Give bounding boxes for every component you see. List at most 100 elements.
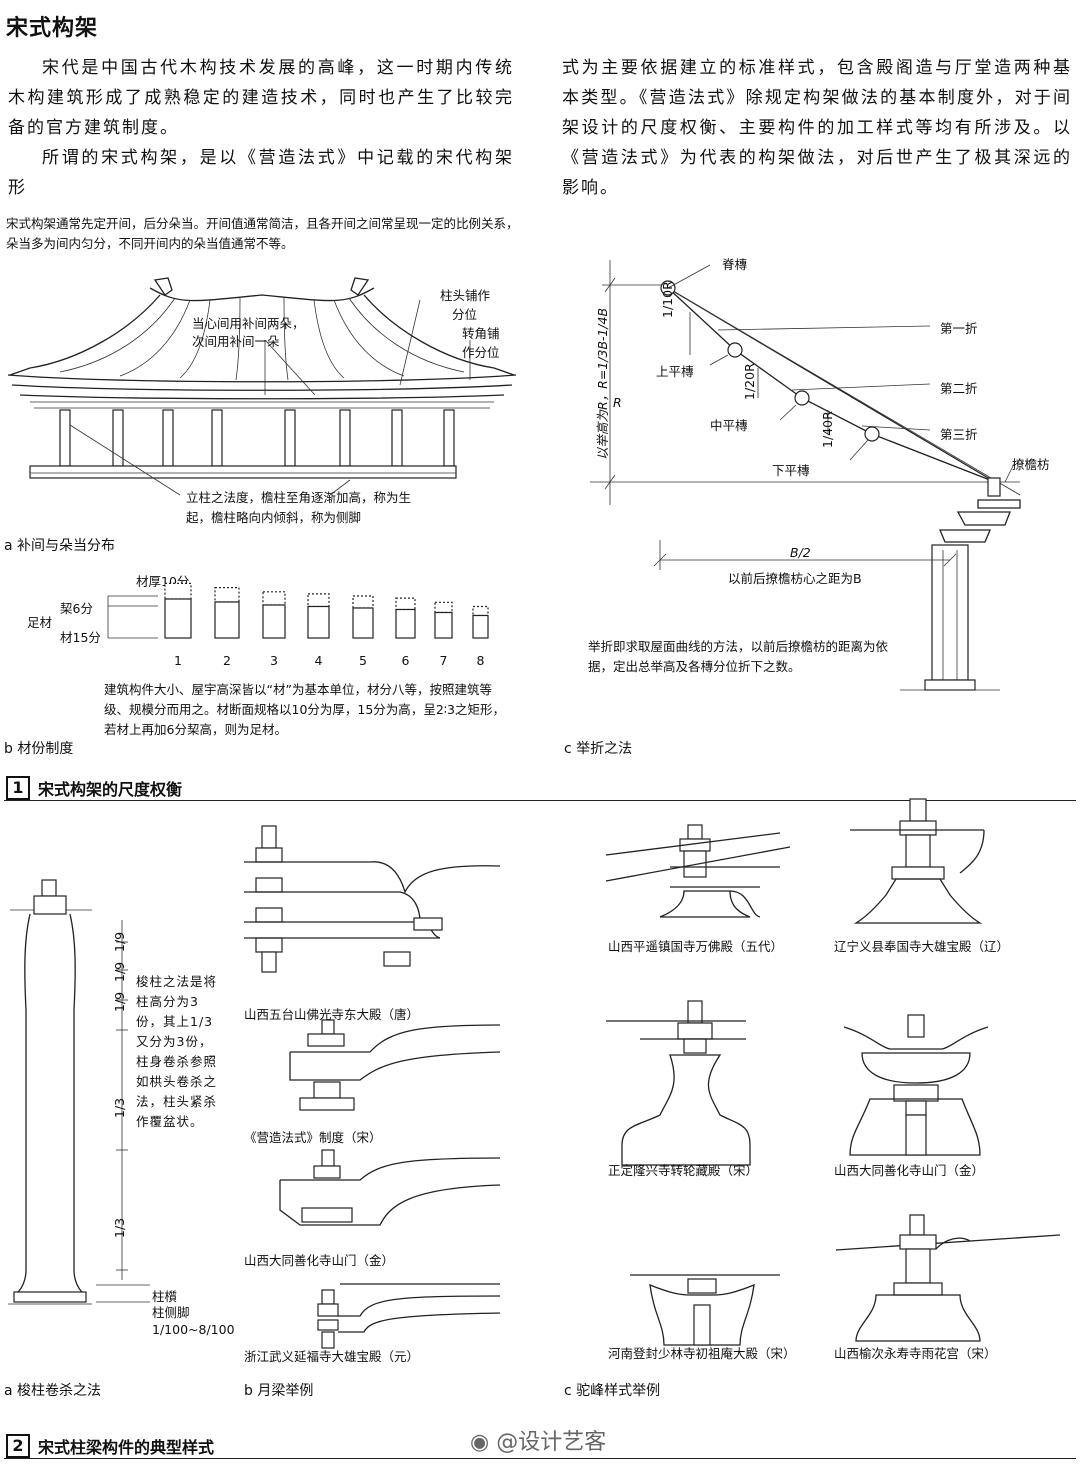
cai-section-1 bbox=[164, 598, 192, 639]
fig-a-caption: a 补间与朵当分布 bbox=[4, 538, 116, 554]
grade-label-8: 8 bbox=[476, 653, 485, 668]
beam-example-1 bbox=[244, 825, 501, 973]
label-xia-purlin: 下平槫 bbox=[772, 463, 810, 478]
label-fold-1: 第一折 bbox=[940, 321, 978, 336]
fig-c-note: 举折即求取屋面曲线的方法，以前后撩檐枋的距离为依据，定出总举高及各槫分位折下之数… bbox=[588, 639, 889, 674]
label-cejiao-ratio: 1/100~8/100 bbox=[152, 1322, 235, 1337]
cai-section-3 bbox=[262, 604, 286, 639]
label-vertical-rule: 以举高为R，R=1/3B-1/4B bbox=[595, 307, 610, 460]
tuofeng-ex6-caption: 山西榆次永寿寺雨花宫（宋） bbox=[834, 1346, 997, 1361]
label-column-rule: 立柱之法度，檐柱至角逐渐加高，称为生 bbox=[186, 490, 412, 505]
label-R: R bbox=[613, 395, 622, 410]
beam-example-2 bbox=[289, 1019, 501, 1111]
beam-ex2-caption: 《营造法式》制度（宋） bbox=[244, 1130, 382, 1145]
label-zhutou: 柱头铺作 bbox=[440, 288, 491, 303]
tuofeng-ex1-caption: 山西平遥镇国寺万佛殿（五代） bbox=[608, 939, 784, 954]
label-zhucejiao: 柱侧脚 bbox=[152, 1305, 190, 1320]
intro-right: 式为主要依据建立的标准样式，包含殿阁造与厅堂造两种基本类型。《营造法式》除规定构… bbox=[562, 53, 1072, 203]
label-side-bay: 次间用补间一朵 bbox=[192, 334, 280, 349]
fig-a-note: 宋式构架通常先定开间，后分朵当。开间值通常简洁，且各开间之间常呈现一定的比例关系… bbox=[6, 216, 519, 251]
label-shang-purlin: 上平槫 bbox=[656, 364, 694, 379]
beam-example-3 bbox=[279, 1149, 501, 1226]
label-r40: 1/40R bbox=[820, 411, 835, 448]
fig-b-caption: b 材份制度 bbox=[4, 741, 74, 757]
section-1-title: 宋式构架的尺度权衡 bbox=[38, 780, 183, 799]
label-r10: 1/10R bbox=[660, 281, 675, 318]
label-liaoyan: 撩檐枋 bbox=[1012, 457, 1050, 472]
grade-label-2: 2 bbox=[223, 653, 231, 668]
grade-label-7: 7 bbox=[439, 653, 448, 668]
label-B2: B/2 bbox=[790, 545, 811, 560]
label-zhuanjiao-2: 作分位 bbox=[462, 345, 500, 360]
crescent-beam-drawing bbox=[244, 825, 501, 1349]
cai-zhi-1 bbox=[164, 582, 192, 600]
cai-section-6 bbox=[395, 608, 416, 639]
section-1-number: 1 bbox=[6, 776, 30, 800]
label-zhong-purlin: 中平槫 bbox=[710, 418, 748, 433]
tuofeng-example-2 bbox=[850, 798, 985, 924]
tuofeng-ex5-caption: 河南登封少林寺初祖庵大殿（宋） bbox=[608, 1346, 796, 1361]
intro-left-p1: 宋代是中国古代木构技术发展的高峰，这一时期内传统木构建筑形成了成熟稳定的建造技术… bbox=[8, 58, 514, 138]
label-zucai: 足材 bbox=[27, 615, 53, 630]
beam-ex1-caption: 山西五台山佛光寺东大殿（唐） bbox=[244, 1007, 420, 1022]
label-r20: 1/20R bbox=[742, 363, 757, 400]
div-1-9-a: 1/9 bbox=[112, 931, 127, 952]
cai-section-8 bbox=[472, 614, 489, 639]
label-B: 以前后撩檐枋心之距为B bbox=[728, 571, 862, 586]
grade-label-5: 5 bbox=[359, 653, 367, 668]
div-1-3-a: 1/3 bbox=[112, 1097, 127, 1118]
juzhe-drawing bbox=[590, 260, 1021, 691]
label-cai15: 材15分 bbox=[60, 630, 101, 645]
beam-ex4-caption: 浙江武义延福寺大雄宝殿（元） bbox=[244, 1349, 420, 1364]
section-2-rule bbox=[4, 1458, 1076, 1459]
grade-label-3: 3 bbox=[270, 653, 278, 668]
label-zhi: 栔6分 bbox=[60, 601, 93, 616]
label-center-bay: 当心间用补间两朵， bbox=[192, 316, 305, 331]
columns bbox=[59, 409, 455, 467]
page-title: 宋式构架 bbox=[6, 16, 99, 41]
tuofeng-example-3 bbox=[606, 1000, 751, 1166]
beam-ex3-caption: 山西大同善化寺山门（金） bbox=[244, 1253, 395, 1268]
div-1-3-b: 1/3 bbox=[112, 1217, 127, 1238]
section-1-heading: 1 宋式构架的尺度权衡 bbox=[6, 776, 182, 800]
label-zhutou-2: 分位 bbox=[452, 307, 478, 322]
cai-section-7 bbox=[434, 611, 453, 639]
watermark-text: @设计艺客 bbox=[496, 1430, 607, 1455]
label-fold-3: 第三折 bbox=[940, 427, 978, 442]
fig-2b-caption: b 月梁举例 bbox=[244, 1383, 314, 1399]
tuofeng-ex4-caption: 山西大同善化寺山门（金） bbox=[834, 1163, 985, 1178]
cai-zhi-5 bbox=[352, 595, 374, 609]
tuofeng-ex2-caption: 辽宁义县奉国寺大雄宝殿（辽） bbox=[834, 939, 1010, 954]
div-1-9-c: 1/9 bbox=[112, 991, 127, 1012]
label-zhuzhi: 柱櫍 bbox=[152, 1289, 178, 1304]
fig-2a-caption: a 梭柱卷杀之法 bbox=[4, 1383, 102, 1399]
fig-2a-note: 梭柱之法是将柱高分为3份，其上1/3又分为3份，柱身卷杀参照如栱头卷杀之法，柱头… bbox=[136, 974, 218, 1129]
cai-zhi-7 bbox=[434, 601, 453, 614]
tuofeng-example-1 bbox=[605, 824, 791, 918]
building-elevation-drawing bbox=[7, 277, 517, 496]
cai-zhi-2 bbox=[214, 587, 240, 603]
section-2-heading: 2 宋式柱梁构件的典型样式 bbox=[6, 1434, 214, 1458]
section-2-number: 2 bbox=[6, 1434, 30, 1458]
label-fold-2: 第二折 bbox=[940, 381, 978, 396]
beam-example-4 bbox=[317, 1283, 501, 1349]
fig-2c-caption: c 驼峰样式举例 bbox=[564, 1383, 661, 1399]
grade-label-1: 1 bbox=[174, 653, 182, 668]
shuttle-column-drawing bbox=[8, 879, 150, 1305]
cai-section-5 bbox=[352, 607, 374, 639]
cai-sections bbox=[164, 582, 489, 639]
cai-grade-drawing bbox=[107, 582, 489, 639]
weibo-icon: ◉ bbox=[470, 1430, 490, 1455]
intro-left: 宋代是中国古代木构技术发展的高峰，这一时期内传统木构建筑形成了成熟稳定的建造技术… bbox=[8, 53, 514, 203]
tuofeng-drawing bbox=[605, 798, 1061, 1346]
fig-b-note: 建筑构件大小、屋宇高深皆以“材”为基本单位，材分八等，按照建筑等级、规模分而用之… bbox=[104, 682, 505, 737]
tuofeng-example-4 bbox=[843, 1014, 989, 1156]
section-1-rule bbox=[4, 800, 1076, 801]
label-zhuanjiao: 转角铺 bbox=[462, 326, 500, 341]
tuofeng-ex3-caption: 正定隆兴寺转轮藏殿（宋） bbox=[608, 1163, 759, 1178]
cai-zhi-4 bbox=[307, 593, 330, 608]
intro-left-p2: 所谓的宋式构架，是以《营造法式》中记载的宋代构架形 bbox=[8, 148, 514, 198]
label-ji-purlin: 脊槫 bbox=[722, 257, 748, 272]
tuofeng-example-5 bbox=[630, 1274, 780, 1346]
fig-c-caption: c 举折之法 bbox=[564, 741, 633, 757]
